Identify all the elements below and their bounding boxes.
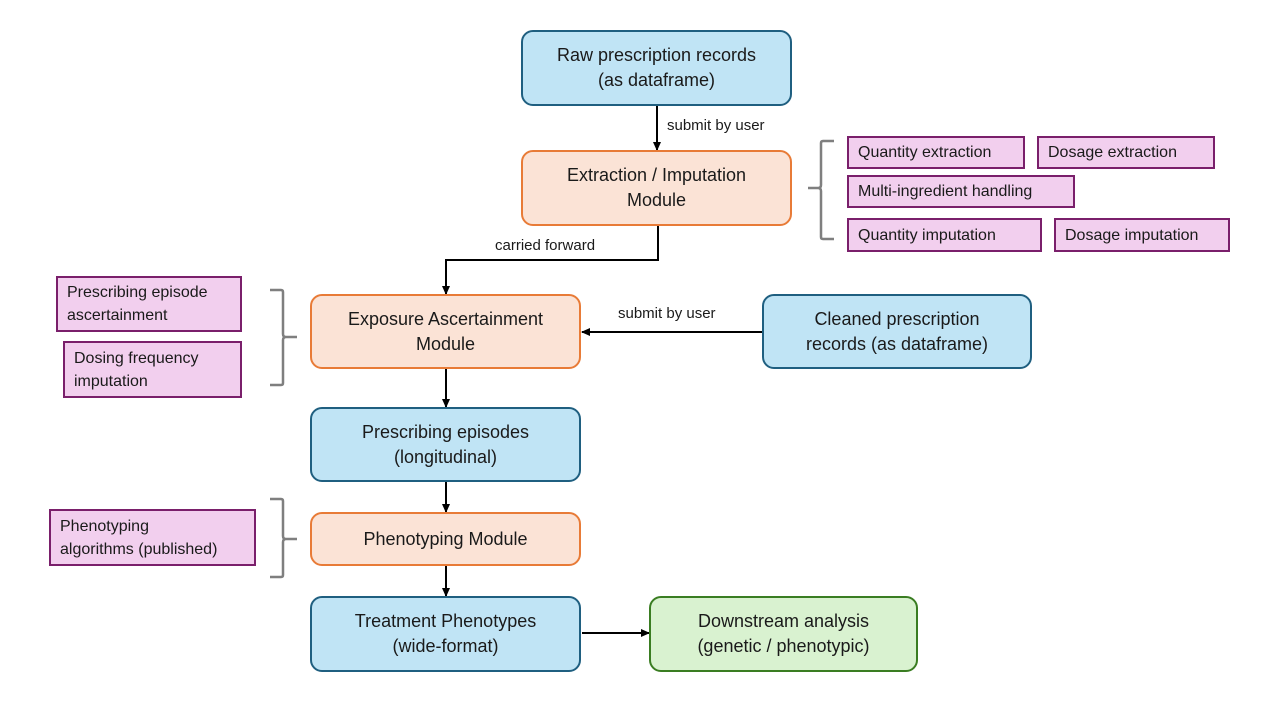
edge-label-submit-by-user: submit by user <box>618 305 716 322</box>
phenotyping-module-node: Phenotyping Module <box>310 512 581 566</box>
tag-phenotyping-algorithms: Phenotyping algorithms (published) <box>49 509 256 566</box>
raw-prescription-records-node: Raw prescription records (as dataframe) <box>521 30 792 106</box>
cleaned-prescription-records-node: Cleaned prescription records (as datafra… <box>762 294 1032 369</box>
prescribing-episodes-node: Prescribing episodes (longitudinal) <box>310 407 581 482</box>
tag-dosing-frequency-imputation: Dosing frequency imputation <box>63 341 242 398</box>
extraction-imputation-module-node: Extraction / Imputation Module <box>521 150 792 226</box>
edge-label-carried-forward: carried forward <box>495 237 596 254</box>
tag-quantity-imputation: Quantity imputation <box>847 218 1042 252</box>
bracket-exposure <box>270 288 297 387</box>
tag-dosage-extraction: Dosage extraction <box>1037 136 1215 169</box>
edge-label-submit-by-user: submit by user <box>667 117 765 134</box>
bracket-extraction <box>808 139 834 241</box>
tag-prescribing-episode-ascertainment: Prescribing episode ascertainment <box>56 276 242 332</box>
tag-dosage-imputation: Dosage imputation <box>1054 218 1230 252</box>
treatment-phenotypes-node: Treatment Phenotypes (wide-format) <box>310 596 581 672</box>
exposure-ascertainment-module-node: Exposure Ascertainment Module <box>310 294 581 369</box>
bracket-phenotyping <box>270 497 297 579</box>
downstream-analysis-node: Downstream analysis (genetic / phenotypi… <box>649 596 918 672</box>
tag-quantity-extraction: Quantity extraction <box>847 136 1025 169</box>
arrow-extraction-to-exposure <box>442 226 659 295</box>
tag-multi-ingredient-handling: Multi-ingredient handling <box>847 175 1075 208</box>
